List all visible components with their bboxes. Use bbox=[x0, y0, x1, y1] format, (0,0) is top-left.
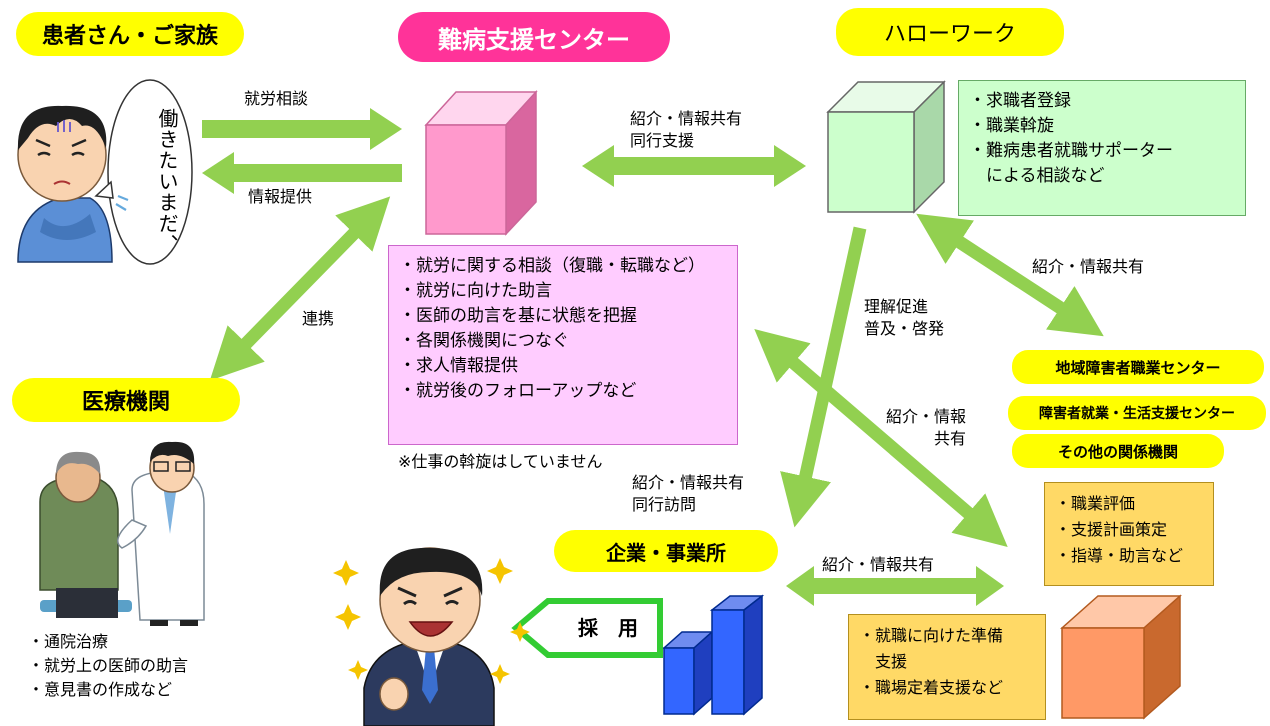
center-title: 難病支援センター bbox=[398, 12, 670, 62]
label-line: 理解促進 bbox=[864, 297, 929, 316]
agency-item: その他の関係機関 bbox=[1012, 434, 1224, 468]
patient-title: 患者さん・ご家族 bbox=[16, 12, 244, 56]
center-services-box: ・就労に関する相談（復職・転職など） ・就労に向けた助言 ・医師の助言を基に状態… bbox=[388, 245, 738, 445]
sparkle-icons bbox=[333, 558, 530, 684]
agency-cube bbox=[1060, 594, 1182, 720]
hire-arrow bbox=[511, 598, 663, 658]
service-item: ・就職に向けた準備 bbox=[859, 626, 1004, 645]
hellowork-title: ハローワーク bbox=[836, 8, 1064, 56]
service-item: ・各関係機関につなぐ bbox=[399, 331, 569, 351]
speech-text: まだ、 働きたい bbox=[122, 96, 182, 266]
center-note: ※仕事の斡旋はしていません bbox=[398, 452, 603, 471]
service-item: ・職業斡旋 bbox=[969, 116, 1054, 136]
service-item: ・通院治療 bbox=[28, 632, 109, 651]
arrow-hellowork-agency bbox=[916, 213, 1104, 337]
label-line: 同行訪問 bbox=[632, 495, 697, 514]
service-item: ・就労上の医師の助言 bbox=[28, 656, 189, 675]
service-item: ・就労後のフォローアップなど bbox=[399, 381, 637, 401]
patient-illustration bbox=[17, 105, 129, 263]
label-renkei: 連携 bbox=[302, 309, 335, 328]
service-item: ・難病患者就職サポーター bbox=[969, 141, 1173, 161]
center-cube bbox=[424, 90, 538, 236]
label-hellowork-company: 理解促進 普及・啓発 bbox=[864, 296, 944, 340]
service-item: ・支援計画策定 bbox=[1055, 520, 1168, 539]
businessman-illustration bbox=[363, 547, 495, 726]
service-item: ・医師の助言を基に状態を把握 bbox=[399, 306, 637, 326]
hellowork-services-box: ・求職者登録 ・職業斡旋 ・難病患者就職サポーター による相談など bbox=[958, 80, 1246, 216]
label-info: 情報提供 bbox=[248, 187, 313, 206]
arrow-hellowork-company bbox=[780, 226, 867, 528]
speech-line: 働きたい bbox=[155, 107, 179, 192]
agency-item: 障害者就業・生活支援センター bbox=[1008, 396, 1266, 430]
label-hellowork-agency: 紹介・情報共有 bbox=[1032, 257, 1145, 276]
service-item: ・就労に向けた助言 bbox=[399, 281, 552, 301]
arrow-company-agency bbox=[786, 566, 1004, 606]
label-consult: 就労相談 bbox=[244, 89, 309, 108]
label-line: 普及・啓発 bbox=[864, 319, 945, 338]
company-title: 企業・事業所 bbox=[554, 530, 778, 572]
service-item: ・意見書の作成など bbox=[28, 680, 173, 699]
label-center-company: 紹介・情報共有 同行訪問 bbox=[632, 472, 744, 516]
service-item: ・指導・助言など bbox=[1055, 546, 1184, 565]
label-company-agency: 紹介・情報共有 bbox=[822, 555, 935, 574]
service-item: ・職場定着支援など bbox=[859, 678, 1004, 697]
service-item: ・職業評価 bbox=[1055, 494, 1136, 513]
arrow-info bbox=[202, 152, 402, 194]
company-bars-icon bbox=[662, 594, 765, 716]
label-line: 紹介・情報共有 bbox=[632, 473, 745, 492]
label-line: 紹介・情報共有 bbox=[630, 109, 743, 128]
hire-label: 採 用 bbox=[578, 616, 638, 640]
arrow-center-hellowork bbox=[582, 145, 806, 187]
agency-item: 地域障害者職業センター bbox=[1012, 350, 1264, 384]
medical-title: 医療機関 bbox=[12, 378, 240, 422]
agency-services-box-b: ・就職に向けた準備 支援 ・職場定着支援など bbox=[848, 614, 1046, 720]
label-line: 同行支援 bbox=[630, 131, 695, 150]
service-item: ・求職者登録 bbox=[969, 91, 1071, 111]
label-center-hellowork: 紹介・情報共有 同行支援 bbox=[630, 108, 742, 152]
label-line: 紹介・情報 bbox=[886, 407, 967, 426]
arrow-renkei bbox=[209, 196, 391, 381]
service-item: ・求人情報提供 bbox=[399, 356, 518, 376]
medical-services: ・通院治療 ・就労上の医師の助言 ・意見書の作成など bbox=[28, 630, 188, 702]
hellowork-cube bbox=[826, 80, 946, 214]
service-item: による相談など bbox=[969, 166, 1105, 186]
label-line: 共有 bbox=[934, 429, 967, 448]
service-item: ・就労に関する相談（復職・転職など） bbox=[399, 256, 705, 276]
agency-services-box-a: ・職業評価 ・支援計画策定 ・指導・助言など bbox=[1044, 482, 1214, 586]
arrow-center-agency bbox=[754, 329, 1008, 547]
service-item: 支援 bbox=[859, 652, 908, 671]
medical-illustration bbox=[39, 441, 205, 626]
speech-bubble bbox=[94, 79, 193, 265]
speech-line: まだ、 bbox=[155, 191, 179, 255]
arrow-consult bbox=[202, 108, 402, 150]
label-center-agency: 紹介・情報 共有 bbox=[886, 406, 966, 450]
